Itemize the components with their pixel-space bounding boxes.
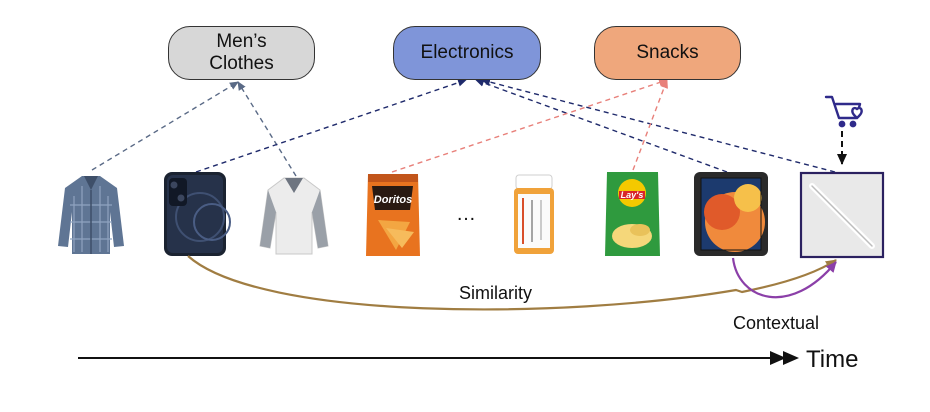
edge-pullover-to-clothes [237, 81, 297, 177]
edge-tablet-to-electronics [475, 78, 728, 173]
time-axis-arrowhead [770, 351, 799, 365]
sequence-ellipsis: … [456, 203, 477, 225]
edge-lays-to-snacks [632, 79, 668, 171]
category-snacks: Snacks [594, 26, 741, 80]
svg-text:Lay's: Lay's [621, 190, 644, 200]
time-axis-label: Time [806, 346, 859, 373]
item-tablet [694, 172, 768, 256]
item-lays-bag: Lay's [605, 172, 660, 256]
item-stylus-target [799, 171, 885, 259]
category-mens-clothes: Men’s Clothes [168, 26, 315, 80]
item-smartphone [164, 172, 231, 256]
shopping-cart-heart-icon [824, 95, 863, 128]
item-pullover-shirt [259, 177, 329, 255]
similarity-curve [187, 255, 837, 311]
similarity-label: Similarity [459, 283, 533, 303]
item-supplement-bottle [514, 174, 554, 254]
contextual-curve [731, 257, 837, 299]
edge-phone-to-electronics [195, 78, 467, 173]
category-snacks-label: Snacks [636, 42, 699, 63]
item-plaid-shirt [58, 176, 124, 254]
edge-stylus-to-electronics [481, 78, 836, 173]
svg-text:Doritos: Doritos [374, 194, 413, 206]
edge-doritos-to-snacks [391, 78, 668, 173]
edge-shirt-to-clothes [91, 81, 239, 171]
item-doritos-bag: Doritos [366, 174, 420, 256]
category-electronics-label: Electronics [420, 42, 514, 63]
contextual-label: Contextual [733, 313, 820, 333]
category-electronics: Electronics [393, 26, 541, 80]
category-mens-clothes-label: Men’s Clothes [209, 31, 274, 74]
